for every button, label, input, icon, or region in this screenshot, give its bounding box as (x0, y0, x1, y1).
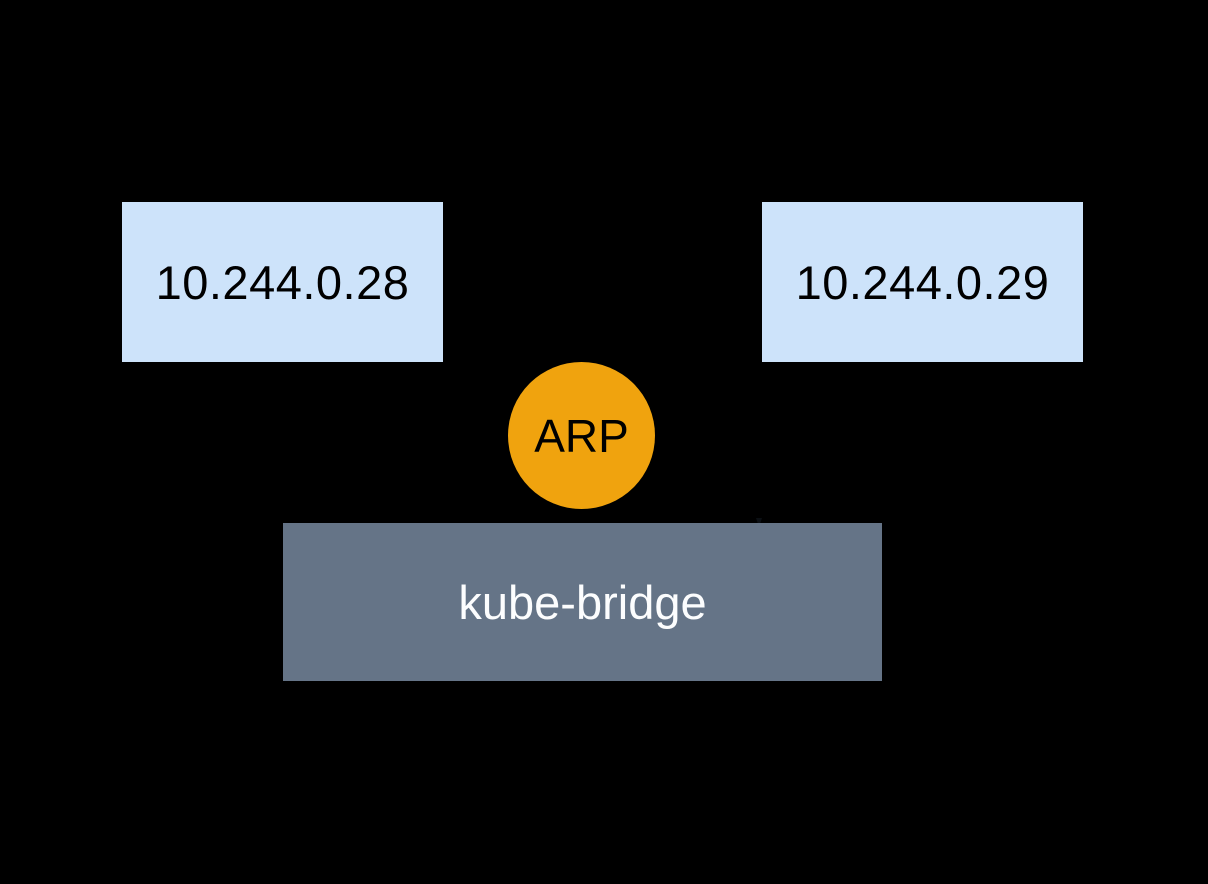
connector-arrowhead (756, 518, 762, 527)
pod-ip-label: 10.244.0.28 (155, 255, 410, 309)
bridge-label: kube-bridge (458, 575, 707, 629)
pod-ip-label: 10.244.0.29 (795, 255, 1050, 309)
arp-protocol-node: ARP (508, 362, 655, 509)
pod-node-right: 10.244.0.29 (762, 202, 1083, 362)
arp-label: ARP (534, 409, 629, 462)
kube-bridge-node: kube-bridge (283, 523, 882, 681)
pod-node-left: 10.244.0.28 (122, 202, 443, 362)
